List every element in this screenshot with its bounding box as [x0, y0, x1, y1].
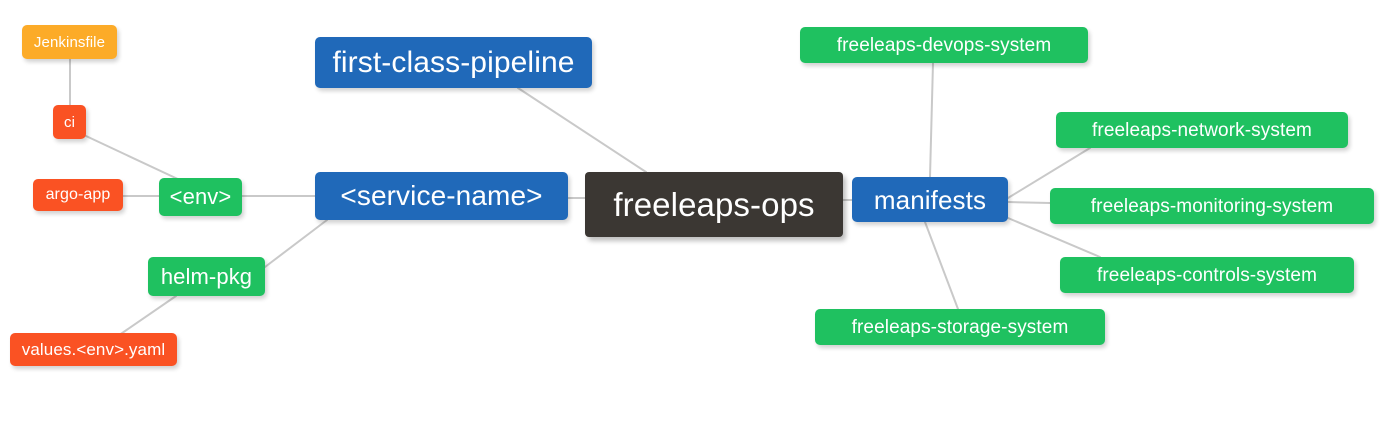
node-values-env-yaml[interactable]: values.<env>.yaml: [10, 333, 177, 366]
edge-manifests-to-freeleaps-storage-system: [924, 221, 959, 310]
node-freeleaps-devops-system[interactable]: freeleaps-devops-system: [800, 27, 1088, 63]
node-manifests[interactable]: manifests: [852, 177, 1008, 222]
node-freeleaps-network-system[interactable]: freeleaps-network-system: [1056, 112, 1348, 148]
node-first-class-pipeline[interactable]: first-class-pipeline: [315, 37, 592, 88]
edge-first-class-pipeline-to-freeleaps-ops: [517, 87, 647, 173]
node-env[interactable]: <env>: [159, 178, 242, 216]
node-argo-app[interactable]: argo-app: [33, 179, 123, 211]
node-jenkinsfile[interactable]: Jenkinsfile: [22, 25, 117, 59]
edge-manifests-to-freeleaps-monitoring-system: [1007, 201, 1051, 204]
node-service-name[interactable]: <service-name>: [315, 172, 568, 220]
node-freeleaps-monitoring-system[interactable]: freeleaps-monitoring-system: [1050, 188, 1374, 224]
node-helm-pkg[interactable]: helm-pkg: [148, 257, 265, 296]
node-ci[interactable]: ci: [53, 105, 86, 139]
node-freeleaps-storage-system[interactable]: freeleaps-storage-system: [815, 309, 1105, 345]
edge-ci-to-env: [85, 135, 183, 182]
edge-service-name-to-helm-pkg: [264, 219, 328, 268]
node-freeleaps-ops[interactable]: freeleaps-ops: [585, 172, 843, 237]
edge-manifests-to-freeleaps-devops-system: [929, 62, 934, 178]
node-freeleaps-controls-system[interactable]: freeleaps-controls-system: [1060, 257, 1354, 293]
